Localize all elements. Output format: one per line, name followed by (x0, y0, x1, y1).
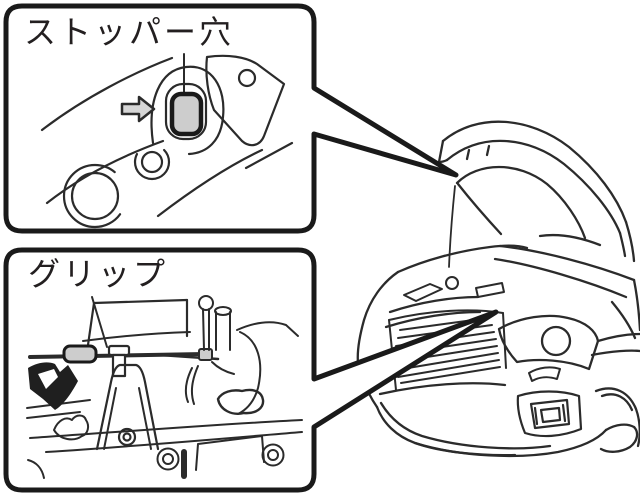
engine-bay (356, 244, 529, 365)
lower-structure (26, 399, 303, 479)
grip-illustration (26, 295, 303, 479)
clip-wavy (53, 414, 90, 441)
stopper-hole-highlight (169, 91, 204, 137)
callout-bubble-stopper (3, 3, 459, 234)
radiator-cap (216, 388, 265, 415)
cowl-lines (493, 234, 640, 332)
stopper-hole-illustration (40, 53, 294, 229)
right-arrow-icon (120, 95, 156, 123)
strut-stand (95, 363, 160, 451)
grip-highlight (62, 344, 98, 364)
front-bumper (358, 362, 608, 458)
open-hood (437, 120, 636, 263)
stopper-hole-label: ストッパー穴 (24, 13, 235, 51)
grip-label: グリップ (28, 255, 169, 293)
stay-bracket (205, 54, 286, 147)
panel-hole-small (140, 150, 164, 174)
hood-support-rod (448, 182, 503, 268)
callout-bubble-grip (3, 247, 499, 493)
headlight-projector (540, 325, 572, 357)
engine-details (184, 295, 299, 415)
car-illustration (356, 120, 640, 458)
rod-clip (198, 348, 213, 361)
right-fender (590, 300, 640, 453)
panel-hole-large (70, 171, 120, 221)
fog-light (516, 390, 583, 438)
black-pull-arrow-icon (28, 362, 78, 410)
headlight (497, 314, 600, 382)
callout-bubble-stopper-outline (3, 3, 459, 234)
